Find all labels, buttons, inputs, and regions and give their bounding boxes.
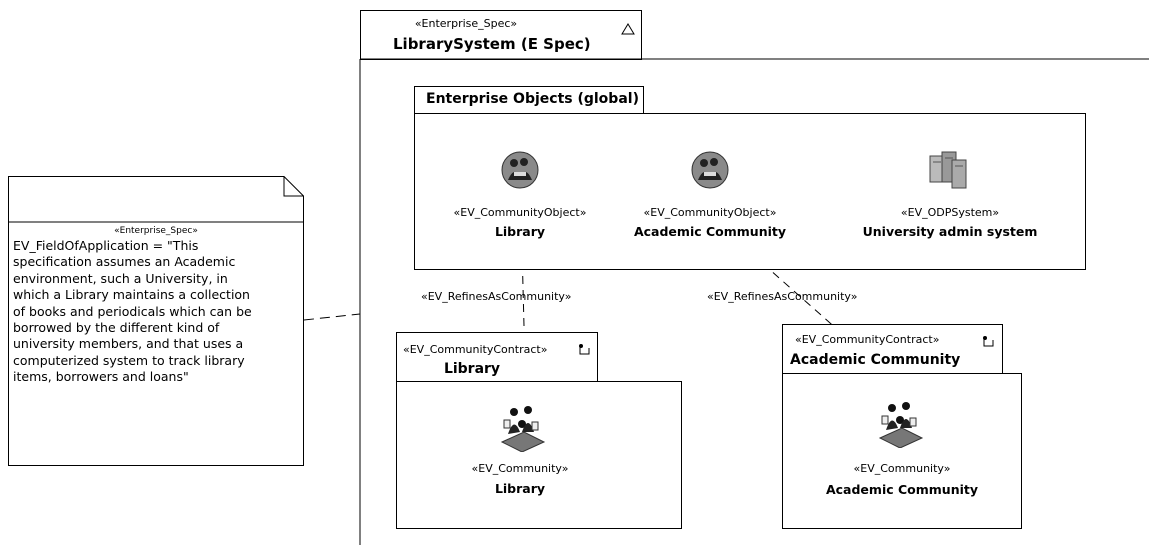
- note-line: of books and periodicals which can be: [13, 303, 252, 319]
- community-icon: [878, 402, 924, 448]
- note-body: EV_FieldOfApplication = "This specificat…: [13, 238, 301, 386]
- community-object-icon: [501, 151, 539, 189]
- triangle-icon: [621, 23, 635, 35]
- note-line: EV_FieldOfApplication = "This: [13, 238, 199, 253]
- object-academic-name: Academic Community: [633, 224, 787, 239]
- note-line: items, borrowers and loans": [13, 369, 189, 385]
- note-outline: [8, 176, 304, 466]
- contract-library-tab[interactable]: «EV_CommunityContract» Library: [396, 332, 598, 382]
- contract-academic-body: [782, 373, 1022, 529]
- enterprise-objects-title: Enterprise Objects (global): [426, 91, 639, 107]
- contract-library-community-name: Library: [494, 481, 546, 496]
- contract-academic-community-stereotype: «EV_Community»: [853, 462, 951, 475]
- note-line: university members, and that uses a: [13, 336, 244, 352]
- object-admin-name: University admin system: [862, 224, 1038, 239]
- contract-academic-community-name: Academic Community: [825, 482, 979, 497]
- note[interactable]: «Enterprise_Spec» EV_FieldOfApplication …: [8, 176, 304, 466]
- contract-icon: [579, 344, 590, 355]
- package-stereotype: «Enterprise_Spec»: [414, 17, 518, 30]
- note-line: computerized system to track library: [13, 352, 245, 368]
- object-admin-stereotype: «EV_ODPSystem»: [900, 206, 1000, 219]
- contract-academic-tab[interactable]: «EV_CommunityContract» Academic Communit…: [782, 324, 1003, 374]
- contract-academic-name: Academic Community: [790, 352, 961, 368]
- enterprise-objects-tab[interactable]: Enterprise Objects (global): [414, 86, 644, 114]
- contract-library-stereotype: «EV_CommunityContract»: [403, 343, 548, 356]
- note-anchor-line: [303, 313, 361, 321]
- odp-system-icon: [929, 151, 967, 189]
- contract-icon: [983, 336, 994, 347]
- enterprise-objects-frame: [414, 113, 1086, 270]
- contract-library-community-stereotype: «EV_Community»: [471, 462, 569, 475]
- contract-academic-stereotype: «EV_CommunityContract»: [795, 333, 940, 346]
- contract-library-body: [396, 381, 682, 529]
- object-academic-stereotype: «EV_CommunityObject»: [643, 206, 777, 219]
- package-tab[interactable]: «Enterprise_Spec» LibrarySystem (E Spec): [360, 10, 642, 60]
- object-library-stereotype: «EV_CommunityObject»: [453, 206, 587, 219]
- note-line: specification assumes an Academic: [13, 254, 236, 270]
- contract-library-name: Library: [443, 361, 501, 377]
- note-line: environment, such a University, in: [13, 270, 228, 286]
- relation-label-academic: «EV_RefinesAsCommunity»: [707, 290, 858, 303]
- note-line: borrowed by the different kind of: [13, 320, 220, 336]
- package-name: LibrarySystem (E Spec): [393, 35, 591, 53]
- community-object-icon: [691, 151, 729, 189]
- note-stereotype: «Enterprise_Spec»: [114, 226, 198, 236]
- note-line: which a Library maintains a collection: [13, 287, 250, 303]
- relation-label-library: «EV_RefinesAsCommunity»: [421, 290, 572, 303]
- object-library-name: Library: [494, 224, 546, 239]
- community-icon: [500, 406, 546, 452]
